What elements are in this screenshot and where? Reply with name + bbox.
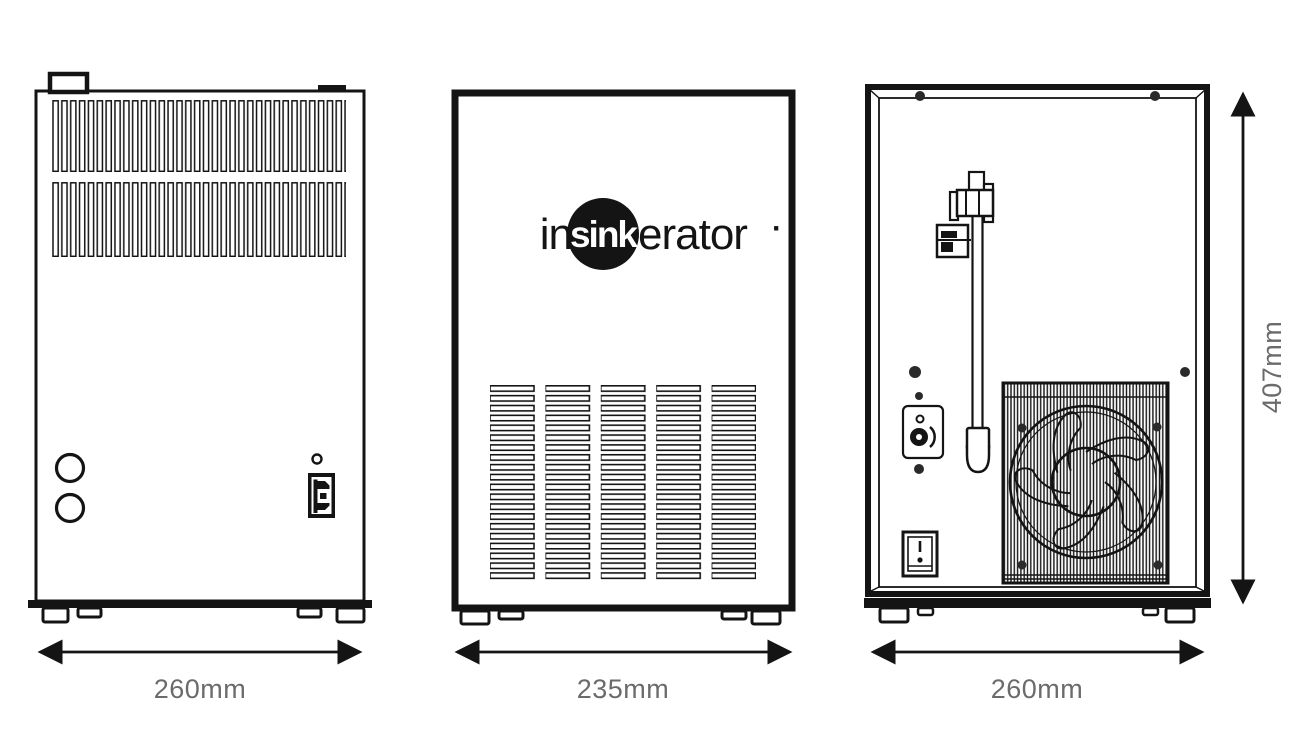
water-hole-bottom-icon <box>54 492 86 524</box>
dimension-label-front-width: 235mm <box>577 674 670 704</box>
power-socket-icon <box>308 453 335 518</box>
foot <box>720 609 748 621</box>
dimensions <box>37 91 1256 665</box>
foot <box>750 609 782 626</box>
foot <box>1164 606 1196 624</box>
tube-fitting-nut <box>955 188 995 218</box>
front-view: in sink erator · <box>451 89 796 626</box>
power-inlet-icon <box>901 404 945 460</box>
side-view <box>28 71 372 624</box>
water-tube <box>935 170 995 474</box>
screw-icon <box>915 91 925 101</box>
tube-clip-connector <box>935 223 971 259</box>
top-tab <box>47 71 90 95</box>
screw-icon <box>1150 91 1160 101</box>
screw-icon <box>1017 423 1027 433</box>
screw-icon <box>1152 422 1162 432</box>
screw-icon <box>1153 560 1163 570</box>
foot <box>76 606 103 619</box>
screw-icon <box>1017 560 1027 570</box>
fan-icon <box>1001 381 1170 585</box>
logo-suffix: erator <box>638 210 747 259</box>
front-vent-grille <box>490 385 756 582</box>
foot <box>41 606 70 624</box>
tube-tip <box>965 445 991 474</box>
vent-grille-row2 <box>52 182 346 257</box>
insinkerator-logo: in sink erator · <box>540 198 782 270</box>
foot <box>1141 606 1160 617</box>
logo-trademark-dot: · <box>772 212 782 245</box>
logo-circle <box>567 198 639 270</box>
dimension-label-side-width: 260mm <box>154 674 247 704</box>
foot <box>296 606 323 619</box>
top-right-tab <box>318 85 346 91</box>
screw-icon <box>1180 367 1190 377</box>
foot <box>459 609 491 626</box>
power-switch-icon <box>901 530 939 578</box>
water-hole-top-icon <box>54 452 86 484</box>
foot <box>335 606 366 624</box>
logo-circle-text: sink <box>570 214 638 255</box>
fan-grille <box>1001 381 1170 585</box>
dimension-label-back-width: 260mm <box>991 674 1084 704</box>
foot <box>497 609 525 621</box>
base-bar <box>864 598 1211 608</box>
vent-grille-row1 <box>52 100 346 172</box>
foot <box>878 606 910 624</box>
screw-icon <box>914 464 924 474</box>
screw-icon <box>915 392 923 400</box>
base-bar <box>28 600 372 608</box>
dimension-label-height: 407mm <box>1257 321 1287 414</box>
screw-icon <box>909 366 921 378</box>
back-view <box>864 84 1211 624</box>
logo-prefix: in <box>540 210 572 259</box>
back-inner-panel <box>878 97 1197 588</box>
foot <box>916 606 935 617</box>
